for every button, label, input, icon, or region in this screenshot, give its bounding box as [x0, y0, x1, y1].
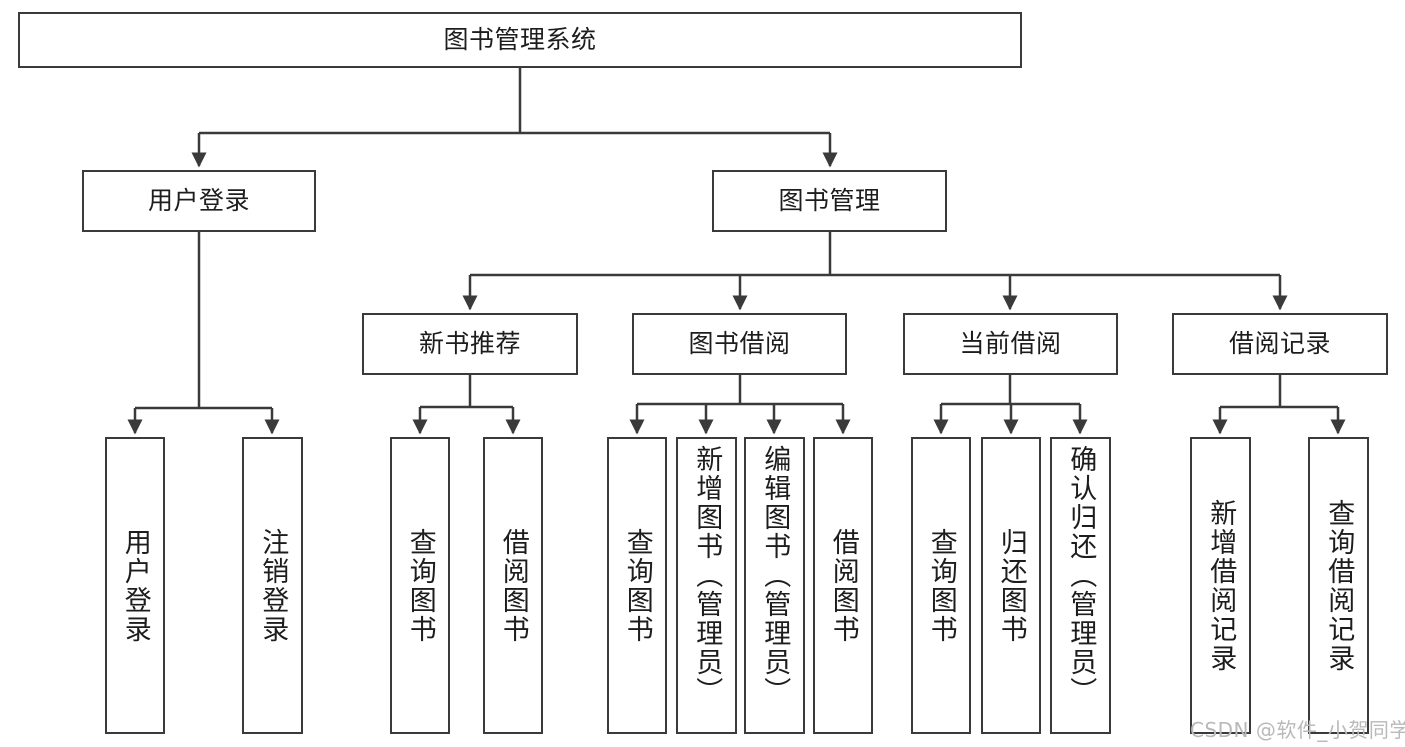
node-leaf-logout-login[interactable]: 注销登录 — [242, 437, 303, 734]
node-leaf-borrow-book-2[interactable]: 借阅图书 — [813, 437, 873, 734]
node-leaf-query-book-3-label: 查询图书 — [925, 527, 957, 644]
node-leaf-query-book-2[interactable]: 查询图书 — [607, 437, 667, 734]
node-leaf-add-record-label: 新增借阅记录 — [1205, 498, 1237, 673]
node-leaf-borrow-book-2-label: 借阅图书 — [827, 527, 859, 644]
node-leaf-borrow-book-1[interactable]: 借阅图书 — [483, 437, 543, 734]
node-book-manage-label: 图书管理 — [778, 186, 881, 216]
node-root-label: 图书管理系统 — [443, 25, 597, 55]
node-borrow-record-label: 借阅记录 — [1228, 329, 1331, 359]
node-new-book-recommend-label: 新书推荐 — [418, 329, 521, 359]
node-current-borrow-label: 当前借阅 — [959, 329, 1062, 359]
node-leaf-query-record[interactable]: 查询借阅记录 — [1308, 437, 1369, 734]
node-leaf-query-book-2-label: 查询图书 — [621, 527, 653, 644]
node-leaf-add-record[interactable]: 新增借阅记录 — [1190, 437, 1251, 734]
node-user-login-label: 用户登录 — [147, 186, 250, 216]
node-leaf-edit-book-label: 编辑图书（管理员） — [759, 445, 791, 706]
node-leaf-confirm-return-label: 确认归还（管理员） — [1065, 445, 1097, 706]
node-leaf-add-book[interactable]: 新增图书（管理员） — [676, 437, 737, 734]
node-leaf-query-book-1[interactable]: 查询图书 — [390, 437, 450, 734]
node-current-borrow[interactable]: 当前借阅 — [903, 313, 1118, 375]
node-leaf-user-login[interactable]: 用户登录 — [105, 437, 165, 734]
csdn-watermark: CSDN @软件_小贺同学 — [1190, 718, 1405, 742]
node-leaf-user-login-label: 用户登录 — [119, 527, 151, 644]
node-leaf-return-book-label: 归还图书 — [995, 527, 1027, 644]
node-leaf-logout-login-label: 注销登录 — [257, 527, 289, 644]
node-book-borrow[interactable]: 图书借阅 — [632, 313, 847, 375]
node-leaf-query-book-3[interactable]: 查询图书 — [911, 437, 971, 734]
node-leaf-query-book-1-label: 查询图书 — [404, 527, 436, 644]
node-new-book-recommend[interactable]: 新书推荐 — [362, 313, 578, 375]
node-leaf-borrow-book-1-label: 借阅图书 — [497, 527, 529, 644]
node-user-login[interactable]: 用户登录 — [82, 170, 316, 232]
node-leaf-edit-book[interactable]: 编辑图书（管理员） — [744, 437, 805, 734]
node-root[interactable]: 图书管理系统 — [18, 12, 1022, 68]
node-leaf-confirm-return[interactable]: 确认归还（管理员） — [1050, 437, 1111, 734]
node-book-borrow-label: 图书借阅 — [688, 329, 791, 359]
node-book-manage[interactable]: 图书管理 — [712, 170, 947, 232]
node-leaf-return-book[interactable]: 归还图书 — [981, 437, 1041, 734]
node-borrow-record[interactable]: 借阅记录 — [1172, 313, 1388, 375]
node-leaf-add-book-label: 新增图书（管理员） — [691, 445, 723, 706]
node-leaf-query-record-label: 查询借阅记录 — [1323, 498, 1355, 673]
